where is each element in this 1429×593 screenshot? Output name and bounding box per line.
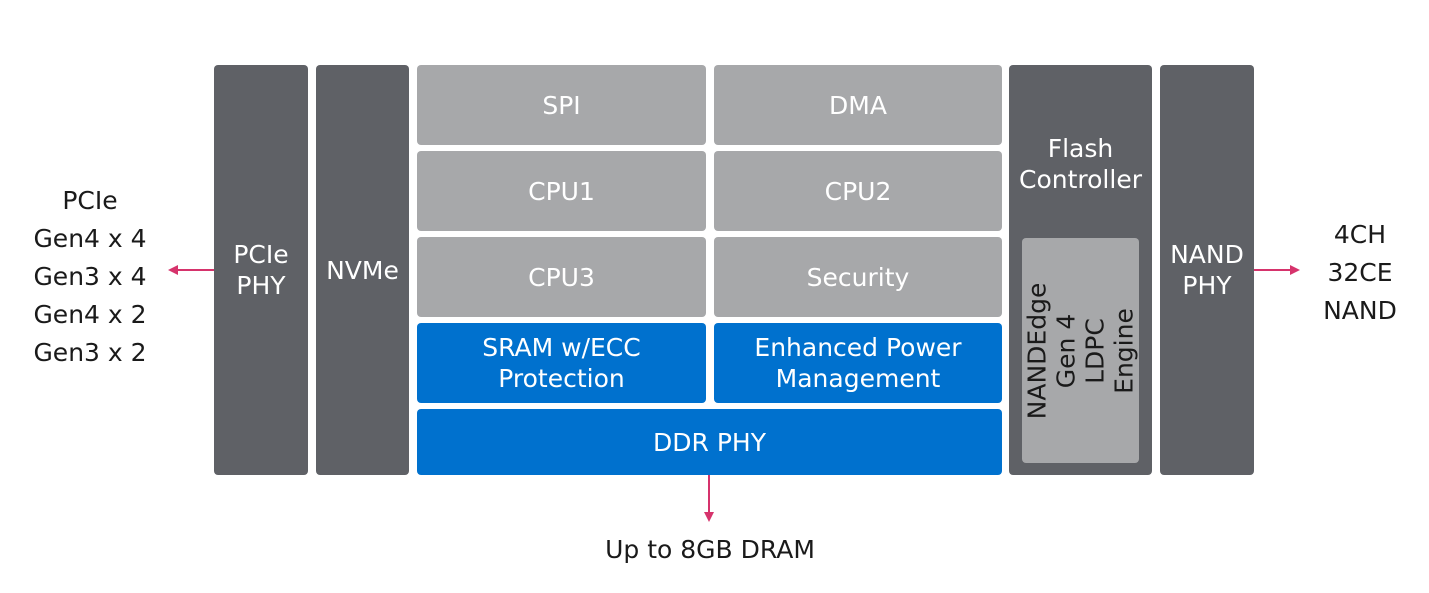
dram-arrow-head (704, 512, 714, 522)
spi-block: SPI (417, 65, 706, 145)
nand-phy-block: NAND PHY (1160, 65, 1254, 475)
cpu1-block: CPU1 (417, 151, 706, 231)
nand-interface-line: 32CE (1327, 258, 1393, 287)
nvme-block: NVMe (316, 65, 409, 475)
pcie-interface-line: Gen4 x 2 (33, 300, 147, 329)
flash-controller-label: Flash Controller (1019, 134, 1142, 194)
pcie-phy-block: PCIe PHY (214, 65, 308, 475)
nand-interface-line: NAND (1323, 296, 1397, 325)
dram-interface-label: Up to 8GB DRAM (605, 535, 815, 564)
dma-block: DMA (714, 65, 1002, 145)
sram-ecc-block: SRAM w/ECC Protection (417, 323, 706, 403)
cpu3-block: CPU3 (417, 237, 706, 317)
pcie-interface-line: Gen3 x 4 (33, 262, 147, 291)
pcie-interface-line: PCIe (62, 186, 118, 215)
pcie-interface-line: Gen4 x 4 (33, 224, 147, 253)
security-block: Security (714, 237, 1002, 317)
power-management-block: Enhanced Power Management (714, 323, 1002, 403)
nand-interface-line: 4CH (1333, 220, 1387, 249)
ldpc-engine-block (1022, 238, 1139, 463)
pcie-interface-line: Gen3 x 2 (33, 338, 147, 367)
nand-interface-label: 4CH 32CE NAND (1300, 216, 1420, 330)
pcie-arrow-head (168, 265, 178, 275)
ldpc-engine-label: NANDEdge Gen 4 LDPC Engine (1022, 282, 1139, 419)
nand-arrow-head (1290, 265, 1300, 275)
cpu2-block: CPU2 (714, 151, 1002, 231)
pcie-interface-label: PCIe Gen4 x 4 Gen3 x 4 Gen4 x 2 Gen3 x 2 (20, 182, 160, 372)
ddr-phy-block: DDR PHY (417, 409, 1002, 475)
ldpc-engine-label-wrap: NANDEdge Gen 4 LDPC Engine (1022, 238, 1139, 463)
